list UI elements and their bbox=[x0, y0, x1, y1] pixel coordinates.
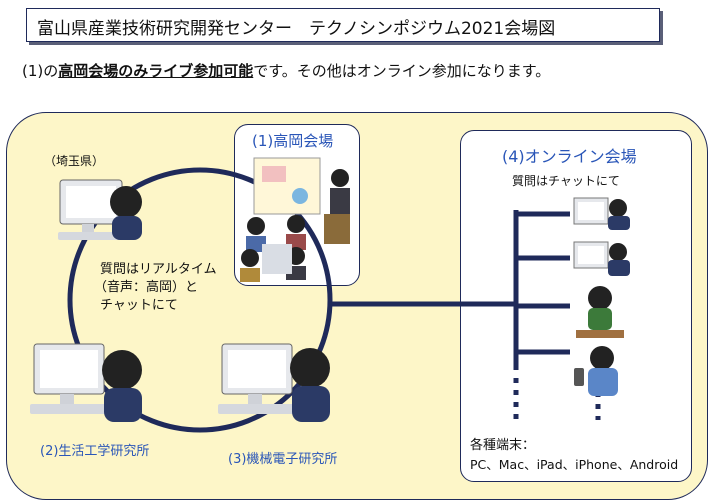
realtime-note-line2: （音声：高岡）と bbox=[94, 280, 199, 295]
intro-text: (1)の高岡会場のみライブ参加可能です。その他はオンライン参加になります。 bbox=[22, 60, 550, 81]
online-label: (4)オンライン会場 bbox=[502, 147, 637, 166]
online-user-2 bbox=[573, 241, 630, 276]
saitama-pc-illustration bbox=[58, 179, 142, 240]
seikatsu-pc-illustration bbox=[30, 343, 142, 422]
takaoka-illustration bbox=[240, 157, 350, 282]
connection-ring bbox=[67, 167, 333, 433]
online-user-3 bbox=[576, 286, 624, 338]
kikai-label: (3)機械電子研究所 bbox=[228, 452, 338, 467]
takaoka-label: (1)高岡会場 bbox=[252, 132, 334, 150]
online-chat-note: 質問はチャットにて bbox=[512, 174, 620, 188]
page-title: 富山県産業技術研究開発センター テクノシンポジウム2021会場図 bbox=[37, 19, 556, 39]
online-user-4 bbox=[574, 346, 618, 396]
intro-suffix: です。その他はオンライン参加になります。 bbox=[253, 62, 551, 80]
intro-emphasis: 高岡会場のみライブ参加可能 bbox=[58, 62, 254, 80]
title-banner: 富山県産業技術研究開発センター テクノシンポジウム2021会場図 bbox=[26, 8, 660, 42]
online-user-1 bbox=[573, 197, 630, 230]
seikatsu-label: (2)生活工学研究所 bbox=[40, 444, 150, 459]
kikai-pc-illustration bbox=[218, 343, 330, 422]
saitama-label: （埼玉県） bbox=[44, 154, 105, 168]
intro-prefix: (1)の bbox=[22, 62, 59, 80]
devices-list: PC、Mac、iPad、iPhone、Android bbox=[470, 457, 679, 472]
realtime-note-line1: 質問はリアルタイム bbox=[100, 262, 217, 277]
devices-label: 各種端末： bbox=[470, 438, 536, 453]
realtime-note-line3: チャットにて bbox=[100, 298, 178, 313]
